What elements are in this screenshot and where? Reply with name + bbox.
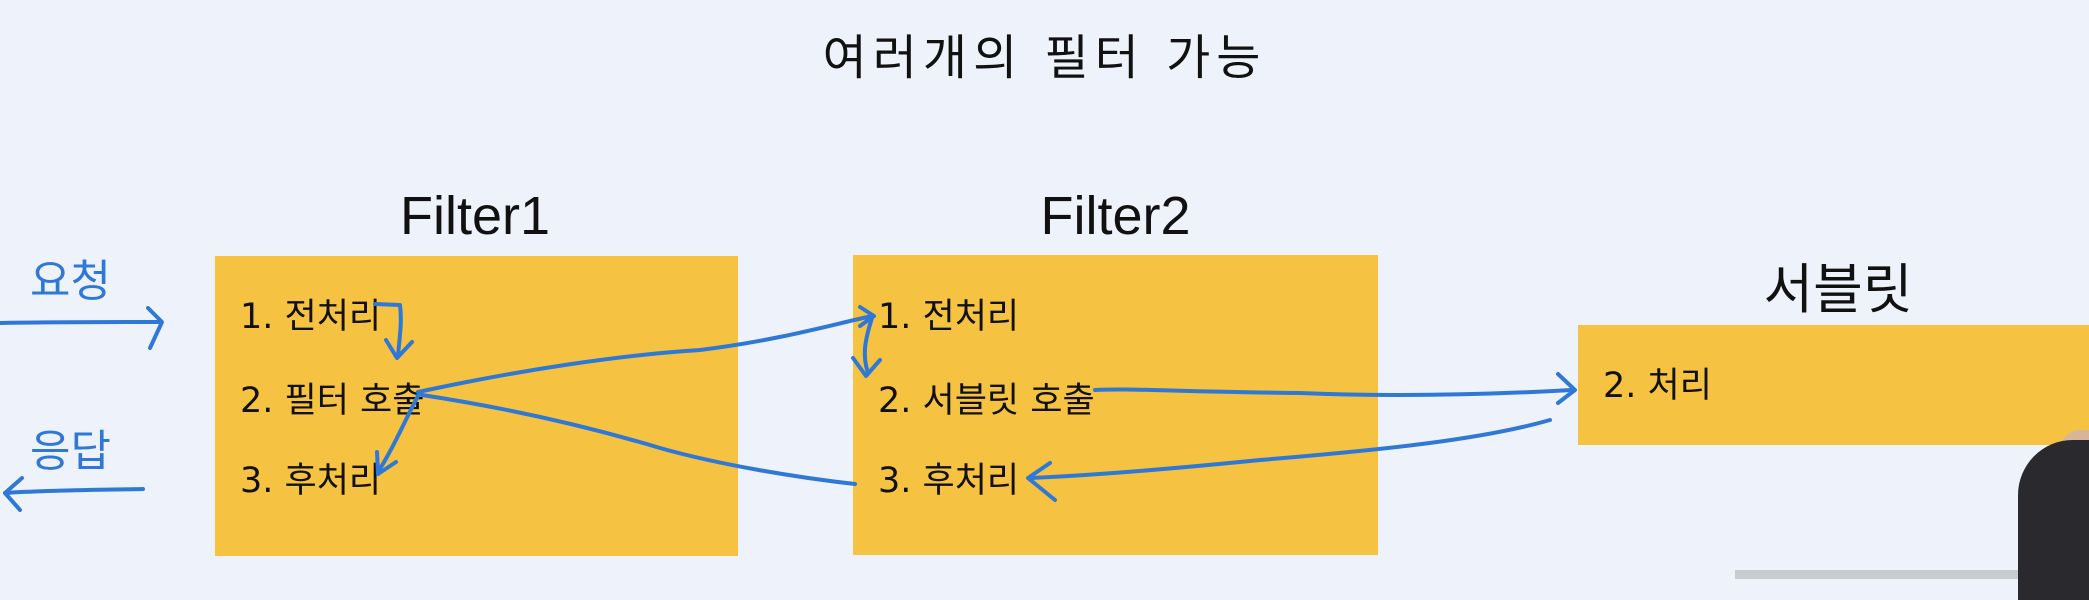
diagram-title: 여러개의 필터 가능 xyxy=(822,30,1267,86)
response-arrow xyxy=(3,487,145,495)
filter1-step-postprocess: 3. 후처리 xyxy=(240,461,382,501)
request-arrow xyxy=(0,320,162,325)
arrows-layer xyxy=(0,302,1577,512)
filter1-step-preprocess: 1. 전처리 xyxy=(240,297,382,337)
to-filter2-arrowhead xyxy=(858,305,876,328)
to-servlet-arrowhead xyxy=(1556,372,1577,405)
servlet-title: 서블릿 xyxy=(1763,258,1913,321)
filter1-down-arrowhead xyxy=(384,338,414,360)
to-filter2-arrow xyxy=(416,314,874,394)
servlet-step-process: 2. 처리 xyxy=(1603,366,1712,406)
presenter-silhouette xyxy=(2018,440,2089,600)
request-label: 요청 xyxy=(30,256,111,307)
servlet-box xyxy=(1578,325,2089,445)
response-arrowhead xyxy=(3,476,24,512)
filter1-step-call-filter: 2. 필터 호출 xyxy=(240,381,425,421)
filter1-title: Filter1 xyxy=(399,186,551,246)
filter2-step-call-servlet: 2. 서블릿 호출 xyxy=(878,381,1095,421)
to-servlet-arrow xyxy=(1093,387,1574,397)
filter1-down-arrow xyxy=(373,302,403,357)
filter2-step-postprocess: 3. 후처리 xyxy=(878,461,1020,501)
back-to-filter1-arrow xyxy=(420,393,857,486)
filter2-down-arrowhead xyxy=(851,356,882,378)
filter2-box xyxy=(853,255,1378,555)
filter2-down-arrow xyxy=(862,316,874,375)
presenter-desk xyxy=(1735,570,2089,579)
response-label: 응답 xyxy=(30,426,111,477)
filter1-post-arrow xyxy=(376,390,422,474)
filter2-title: Filter2 xyxy=(1040,186,1191,246)
servlet-return-arrow xyxy=(1028,418,1552,480)
filter1-post-arrowhead xyxy=(375,450,398,476)
request-arrowhead xyxy=(146,306,164,350)
servlet-return-arrowhead xyxy=(1026,461,1057,502)
filter2-step-preprocess: 1. 전처리 xyxy=(878,297,1020,337)
